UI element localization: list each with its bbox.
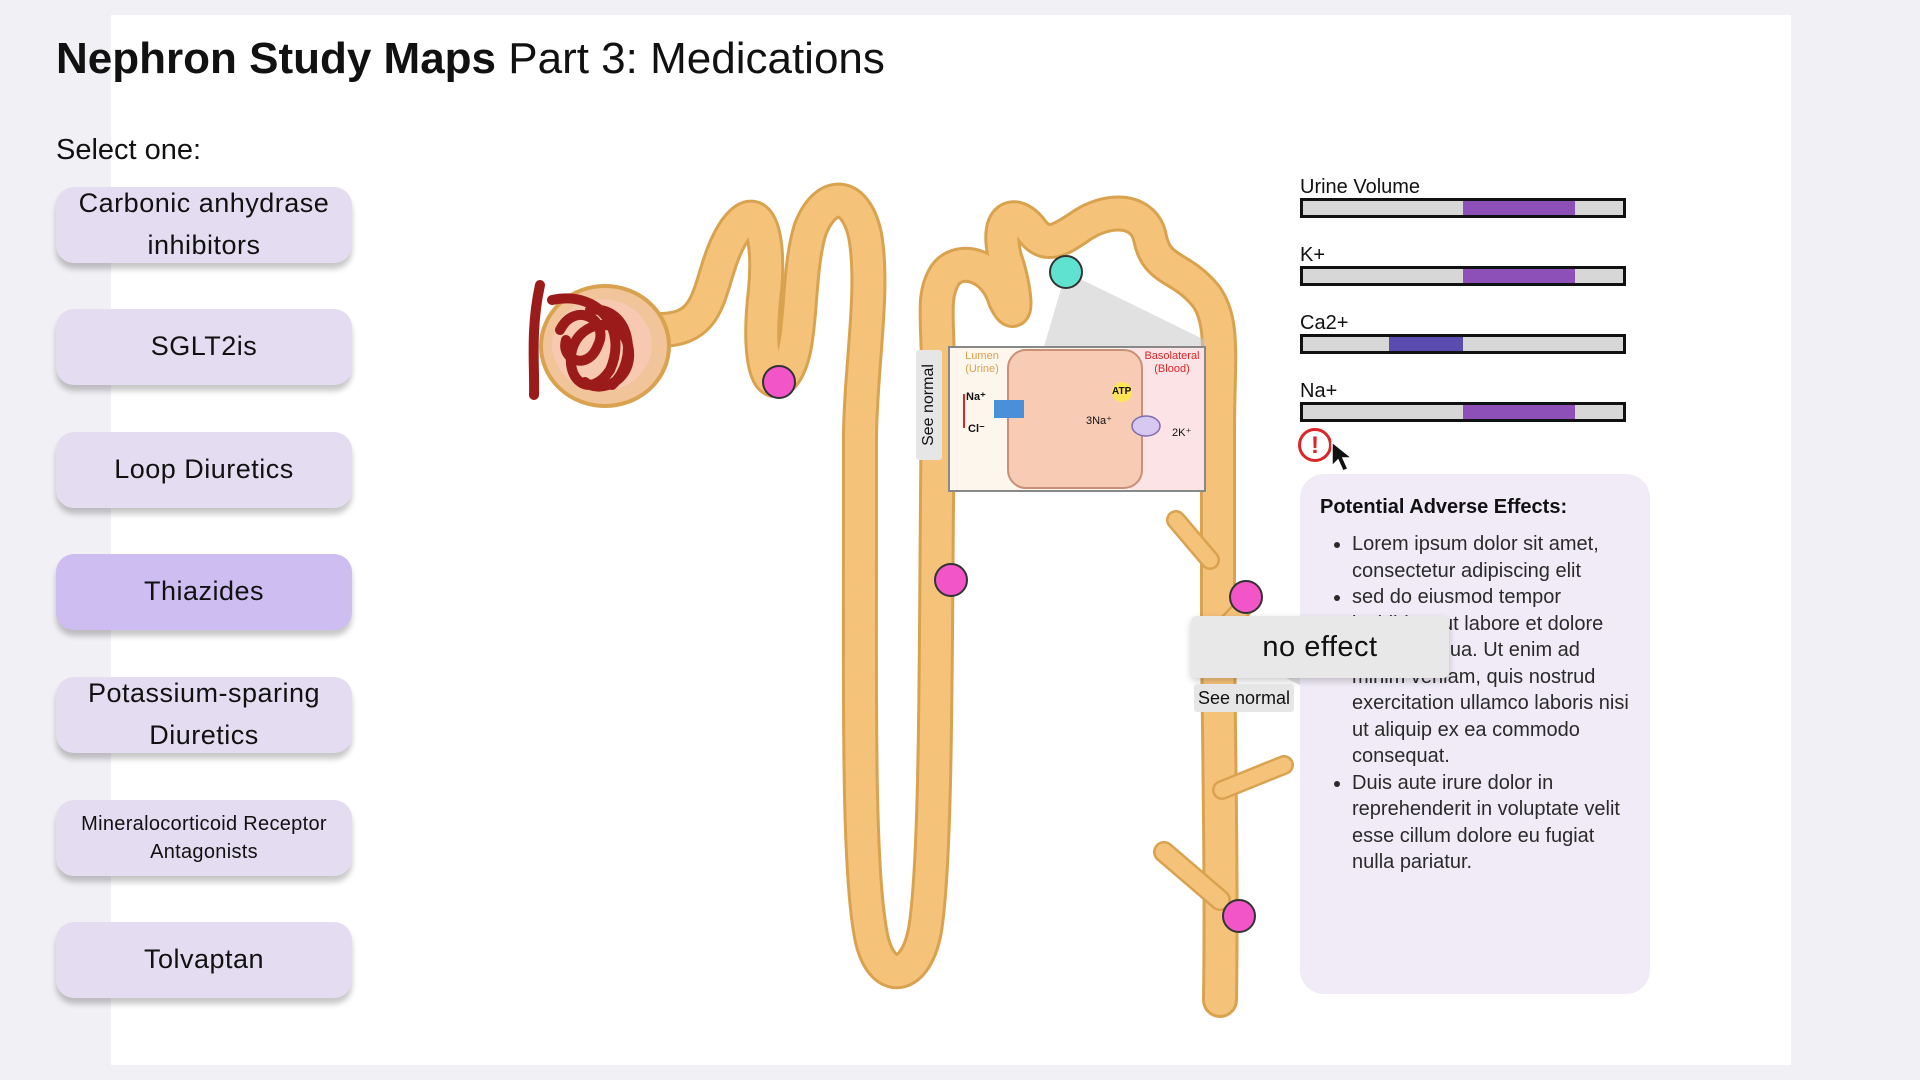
title-regular: Part 3: Medications	[508, 34, 885, 83]
marker-pink-collecting-upper	[1229, 580, 1263, 614]
meter-label-na: Na+	[1300, 380, 1338, 402]
adverse-effects-list: Lorem ipsum dolor sit amet, consectetur …	[1320, 531, 1630, 876]
med-label: Mineralocorticoid Receptor Antagonists	[81, 813, 327, 863]
meter-k	[1300, 266, 1626, 286]
title-bold: Nephron Study Maps	[56, 34, 497, 83]
adverse-effect-item: Lorem ipsum dolor sit amet, consectetur …	[1352, 531, 1630, 584]
meter-fill	[1463, 201, 1575, 215]
med-label: Thiazides	[143, 576, 265, 607]
med-button-carbonic-anhydrase[interactable]: Carbonic anhydrase inhibitors	[56, 187, 352, 263]
inset-atp-label: ATP	[1112, 386, 1132, 397]
inset-lumen-label: Lumen (Urine)	[965, 350, 999, 375]
meter-ca	[1300, 334, 1626, 354]
meter-fill	[1389, 337, 1463, 351]
inset-3na-label: 3Na⁺	[1086, 415, 1112, 427]
meter-label-ca: Ca2+	[1300, 312, 1349, 334]
med-button-loop-diuretics[interactable]: Loop Diuretics	[56, 432, 352, 508]
inset-see-normal-button[interactable]: See normal	[916, 350, 942, 460]
med-button-potassium-sparing[interactable]: Potassium-sparing Diuretics	[56, 677, 352, 753]
med-button-tolvaptan[interactable]: Tolvaptan	[56, 922, 352, 998]
effect-tooltip: no effect	[1191, 616, 1449, 678]
tooltip-see-normal-button[interactable]: See normal	[1194, 684, 1294, 712]
med-label: SGLT2is	[150, 331, 258, 362]
med-label: Loop Diuretics	[114, 454, 294, 485]
med-label: Potassium-sparing Diuretics	[87, 678, 321, 750]
med-button-sglt2is[interactable]: SGLT2is	[56, 309, 352, 385]
select-label: Select one:	[56, 134, 202, 166]
inset-basolateral-label: Basolateral (Blood)	[1144, 350, 1200, 375]
inset-cl-label: Cl⁻	[968, 423, 985, 435]
inset-2k-label: 2K⁺	[1172, 427, 1192, 439]
adverse-effects-title: Potential Adverse Effects:	[1320, 496, 1568, 518]
marker-pink-proximal	[762, 365, 796, 399]
glomerulus	[528, 280, 671, 408]
med-button-mra[interactable]: Mineralocorticoid Receptor Antagonists	[56, 800, 352, 876]
na-cl-cotransporter-icon	[994, 400, 1024, 418]
marker-pink-collecting-lower	[1222, 899, 1256, 933]
meter-label-urine-volume: Urine Volume	[1300, 176, 1421, 198]
na-k-pump-icon	[1131, 415, 1161, 437]
atp-burst-icon	[1112, 382, 1132, 402]
meter-urine-volume	[1300, 198, 1626, 218]
meter-fill	[1463, 405, 1575, 419]
adverse-effect-item: Duis aute irure dolor in reprehenderit i…	[1352, 770, 1630, 876]
med-label: Tolvaptan	[143, 944, 265, 975]
cursor-arrow-icon	[1331, 440, 1355, 472]
med-label: Carbonic anhydrase inhibitors	[78, 188, 330, 260]
meter-label-k: K+	[1300, 244, 1326, 266]
inset-na-label: Na⁺	[966, 391, 986, 403]
med-button-thiazides[interactable]: Thiazides	[56, 554, 352, 630]
inset-graphic	[963, 348, 1204, 490]
see-normal-label: See normal	[920, 364, 937, 446]
page-title: Nephron Study Maps Part 3: Medications	[56, 34, 885, 84]
meter-fill	[1463, 269, 1575, 283]
marker-teal-dct	[1049, 255, 1083, 289]
marker-pink-loop	[934, 563, 968, 597]
warning-icon[interactable]: !	[1298, 428, 1332, 462]
adverse-effects-panel: Potential Adverse Effects: Lorem ipsum d…	[1300, 474, 1650, 994]
meter-na	[1300, 402, 1626, 422]
cell-transport-inset: Lumen (Urine) Basolateral (Blood) Na⁺ Cl…	[948, 346, 1206, 492]
